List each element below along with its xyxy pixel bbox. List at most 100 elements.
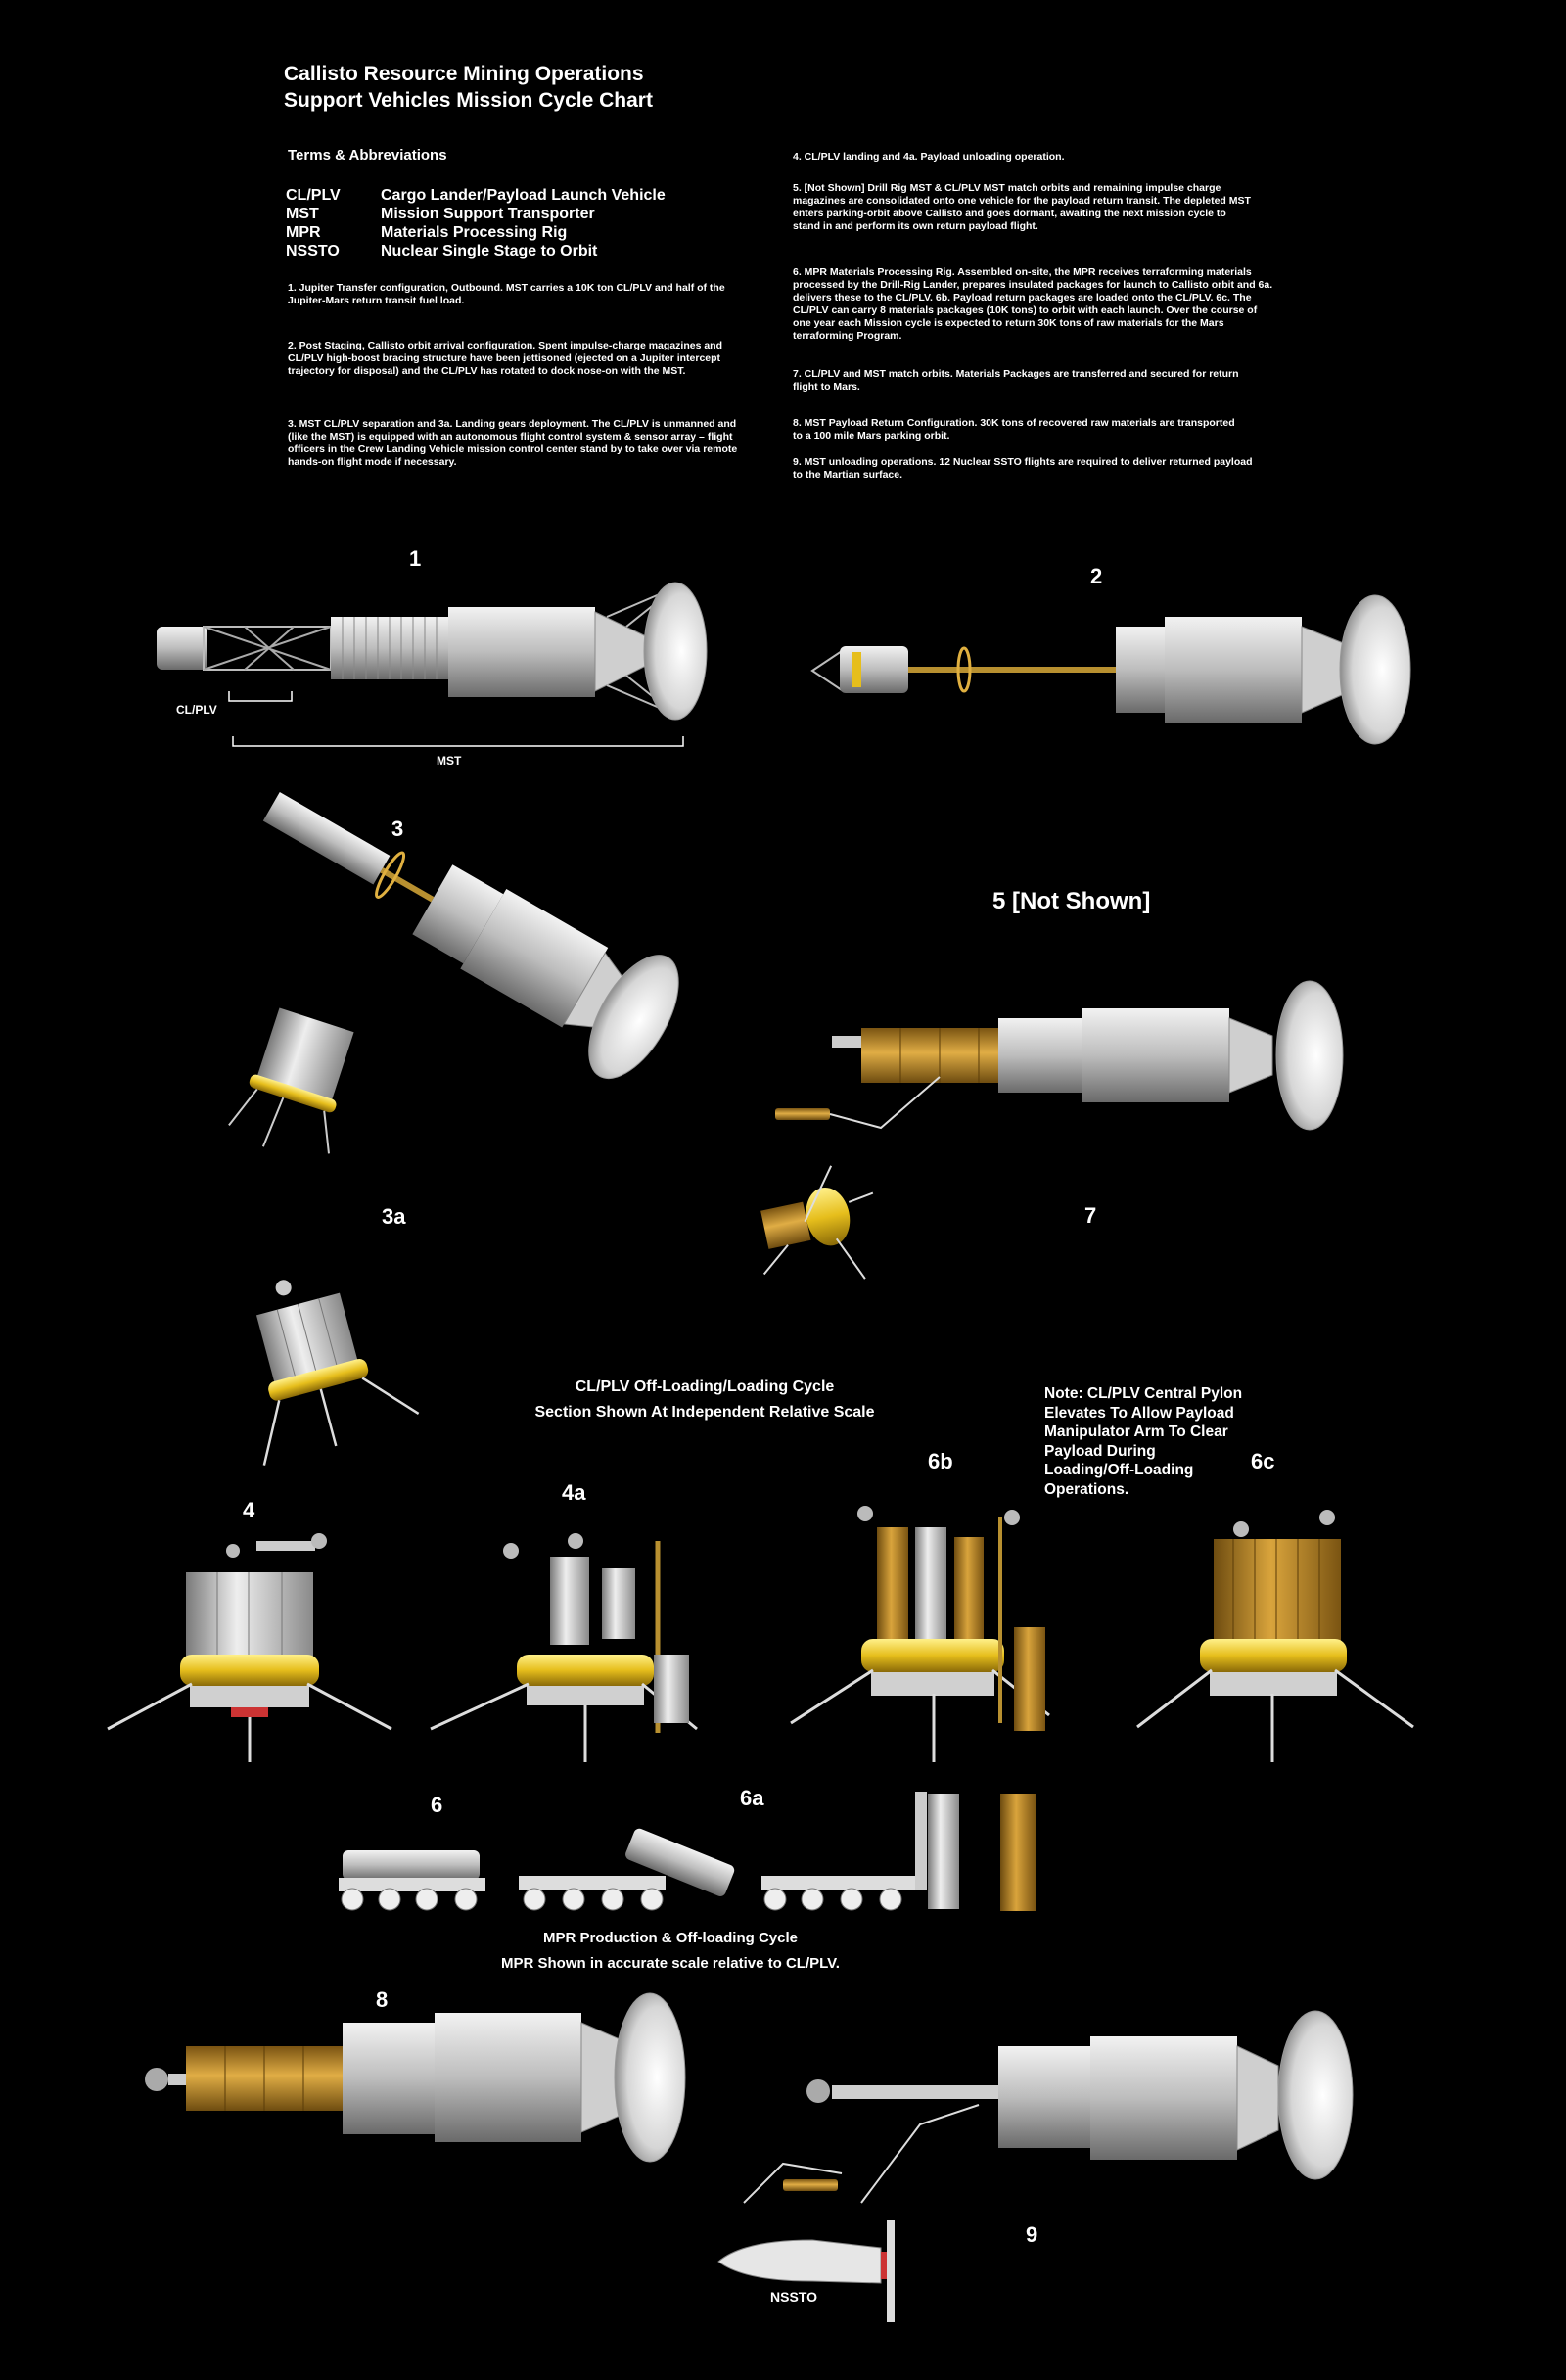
materials-packages (861, 1028, 998, 1083)
step-label-3a: 3a (382, 1204, 406, 1229)
lander-ring (249, 1074, 337, 1113)
vehicle-9-unloading (717, 2010, 1354, 2322)
step-label-6b: 6b (928, 1449, 953, 1473)
materials-package (954, 1537, 984, 1649)
vehicle-1-mst-with-clplv (157, 582, 708, 747)
mst-bracket (232, 736, 684, 747)
lander-ring (517, 1655, 654, 1686)
step-label-6c: 6c (1251, 1449, 1275, 1473)
step-label-1: 1 (409, 546, 422, 571)
mpr-rover-6a-offloading (519, 1828, 735, 1911)
lander-6c-fully-loaded (1136, 1510, 1414, 1762)
vehicle-7-clplv (760, 1165, 874, 1280)
lander-6b-loading (790, 1506, 1050, 1762)
pylon-note-line: Note: CL/PLV Central Pylon (1044, 1385, 1243, 1402)
magazine-ring (998, 1018, 1082, 1093)
magazine-ring (998, 2046, 1090, 2148)
payload-being-unloaded (654, 1655, 689, 1723)
term-abbr: MST (286, 206, 319, 222)
term-row: CL/PLV Cargo Lander/Payload Launch Vehicl… (286, 186, 666, 205)
pylon-note: Note: CL/PLV Central Pylon Elevates To A… (1044, 1384, 1242, 1499)
chart-title: Callisto Resource Mining Operations Supp… (284, 61, 653, 114)
magnetic-nozzle (1339, 594, 1411, 745)
lander-ring (861, 1639, 1004, 1672)
note-5: 5. [Not Shown] Drill Rig MST & CL/PLV MS… (793, 182, 1251, 232)
step-label-4a: 4a (562, 1480, 586, 1505)
mpr-caption-line-1: MPR Production & Off-loading Cycle (542, 1930, 798, 1946)
magnetic-nozzle (1275, 980, 1344, 1131)
term-full: Nuclear Single Stage to Orbit (381, 243, 598, 259)
pylon-note-line: Loading/Off-Loading (1044, 1462, 1194, 1478)
mst-core (1165, 617, 1302, 723)
step-label-4: 4 (243, 1498, 255, 1522)
mst-core (1082, 1008, 1229, 1102)
step-label-7: 7 (1084, 1203, 1097, 1228)
term-full: Materials Processing Rig (381, 224, 568, 241)
nssto-fin (887, 2220, 895, 2322)
vehicle-3a-lander-gear-deployed (255, 1280, 420, 1466)
clplv-bracket-label: CL/PLV (176, 703, 217, 717)
package-being-loaded (1014, 1627, 1045, 1731)
magazine-ring (343, 2023, 435, 2134)
mpr-caption: MPR Production & Off-loading Cycle MPR S… (431, 1926, 910, 1977)
pylon-note-line: Operations. (1044, 1480, 1129, 1498)
materials-package (877, 1527, 908, 1649)
pylon-note-line: Payload During (1044, 1442, 1156, 1460)
note-4: 4. CL/PLV landing and 4a. Payload unload… (793, 151, 1065, 163)
nssto-label: NSSTO (770, 2289, 817, 2305)
note-3: 3. MST CL/PLV separation and 3a. Landing… (288, 418, 738, 468)
note-1: 1. Jupiter Transfer configuration, Outbo… (288, 282, 725, 306)
lander-4-payload-loaded (107, 1533, 392, 1762)
lander-ring (268, 1358, 369, 1401)
mpr-rover-6 (339, 1850, 485, 1911)
note-9: 9. MST unloading operations. 12 Nuclear … (793, 456, 1253, 481)
step-label-6a: 6a (740, 1786, 764, 1810)
note-6: 6. MPR Materials Processing Rig. Assembl… (793, 266, 1273, 342)
title-line-1: Callisto Resource Mining Operations (284, 63, 644, 85)
nssto-shuttle (717, 2239, 882, 2284)
step-label-2: 2 (1090, 564, 1103, 588)
term-abbr: CL/PLV (286, 187, 341, 204)
mst-core (448, 607, 595, 697)
central-pylon (550, 1557, 589, 1645)
title-line-2: Support Vehicles Mission Cycle Chart (284, 89, 653, 112)
terms-list: CL/PLV Cargo Lander/Payload Launch Vehicl… (286, 186, 666, 260)
magazine-ring (412, 864, 504, 964)
cycle-caption-line-1: CL/PLV Off-Loading/Loading Cycle (575, 1378, 835, 1395)
vehicle-8-return-configuration (145, 1992, 686, 2163)
step-label-3: 3 (392, 817, 404, 841)
note-8: 8. MST Payload Return Configuration. 30K… (793, 417, 1235, 442)
pylon-note-line: Elevates To Allow Payload (1044, 1404, 1234, 1422)
vehicle-7-orbit-match (775, 980, 1344, 1131)
manipulator-arm (860, 2104, 980, 2204)
pylon-note-line: Manipulator Arm To Clear (1044, 1423, 1228, 1440)
mst-core (460, 889, 609, 1028)
manipulator-arm (829, 1076, 941, 1130)
cycle-caption: CL/PLV Off-Loading/Loading Cycle Section… (509, 1375, 900, 1425)
package-in-transfer (775, 1108, 830, 1120)
clplv-body (840, 646, 908, 693)
vehicle-3-clplv-detached (228, 1007, 354, 1154)
note-2: 2. Post Staging, Callisto orbit arrival … (288, 340, 722, 377)
lander-ring (180, 1655, 319, 1686)
payload-canister (602, 1568, 635, 1639)
central-pylon (915, 1527, 946, 1649)
step-label-6: 6 (431, 1793, 443, 1817)
mst-bracket-label: MST (437, 754, 462, 768)
cycle-caption-line-2: Section Shown At Independent Relative Sc… (534, 1404, 875, 1421)
payload-canisters (186, 1572, 313, 1660)
term-full: Cargo Lander/Payload Launch Vehicle (381, 187, 666, 204)
package-in-transfer (783, 2179, 838, 2191)
mst-core (435, 2013, 581, 2142)
manipulator-arm (743, 2162, 843, 2204)
step-label-8: 8 (376, 1987, 389, 2012)
docking-spine (262, 792, 391, 885)
terms-heading: Terms & Abbreviations (288, 147, 447, 163)
materials-package (1000, 1794, 1036, 1911)
clplv-bracket (228, 691, 293, 702)
payload-canisters (256, 1007, 354, 1103)
magnetic-nozzle (588, 955, 679, 1080)
